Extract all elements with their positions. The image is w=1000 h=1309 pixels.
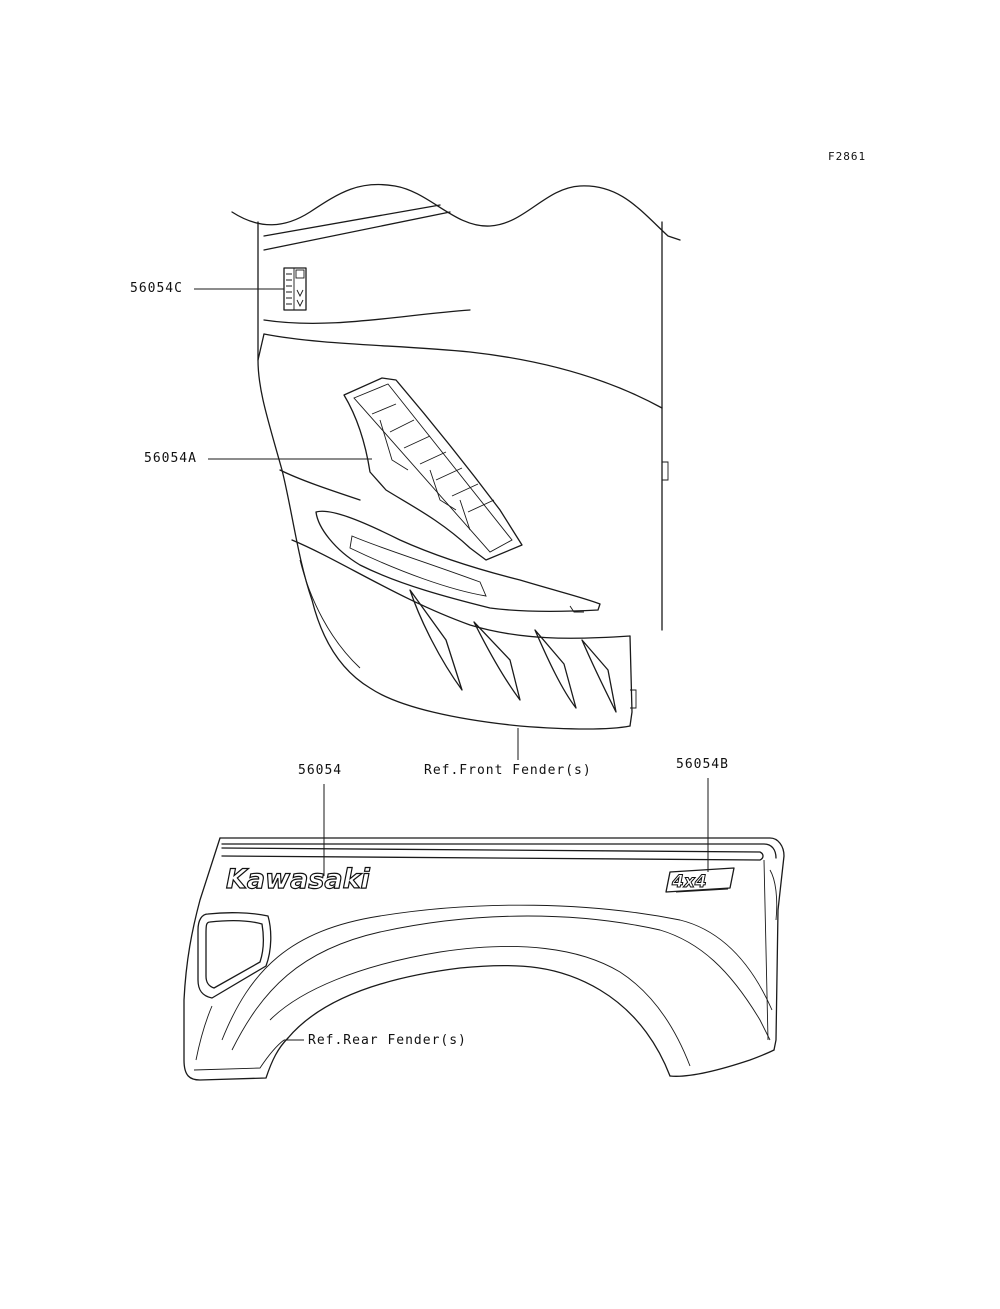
decal-56054a xyxy=(343,377,523,561)
decal-56054c xyxy=(283,267,307,311)
callout-56054: 56054 xyxy=(298,763,343,778)
rear-fender xyxy=(183,837,785,1081)
four-by-four-logo: 4x4 xyxy=(671,872,707,892)
front-fender xyxy=(231,183,681,730)
kawasaki-logo: Kawasaki xyxy=(226,864,371,895)
ref-rear-fender: Ref.Rear Fender(s) xyxy=(308,1033,467,1048)
callout-56054a: 56054A xyxy=(144,451,197,466)
decal-56054b: 4x4 xyxy=(665,867,735,893)
callout-56054b: 56054B xyxy=(676,757,729,772)
callout-56054c: 56054C xyxy=(130,281,183,296)
figure-code: F2861 xyxy=(828,150,867,163)
ref-front-fender: Ref.Front Fender(s) xyxy=(424,763,592,778)
